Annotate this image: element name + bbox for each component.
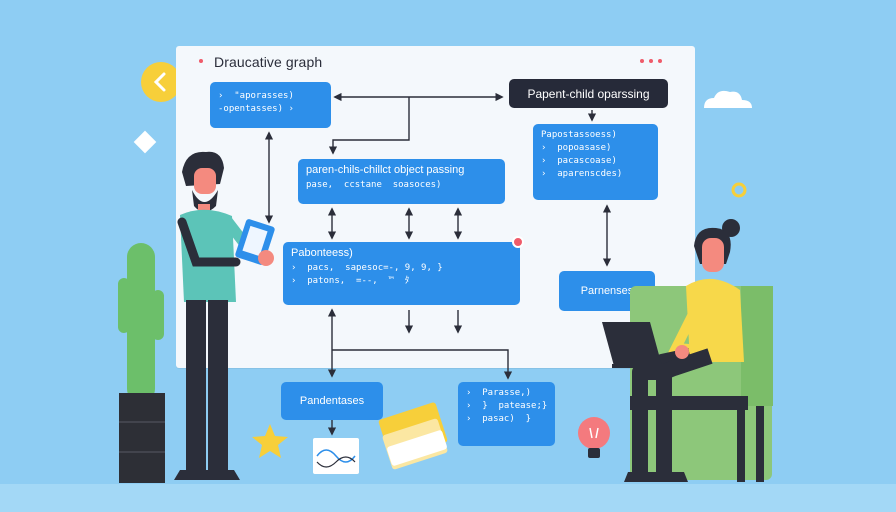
node-d-line-2: › patons, =--, ™ ﾀ bbox=[291, 276, 410, 286]
parent-child-tag: Papent-child oparssing bbox=[509, 79, 668, 108]
node-c-line-4: › aparenscdes) bbox=[541, 169, 623, 179]
cloud-icon bbox=[704, 90, 752, 108]
node-d: Pabonteess) › pacs, sapesoc=-, 9, 9, } ›… bbox=[283, 242, 520, 305]
diagram-title: Draucative graph bbox=[214, 54, 323, 70]
star-icon bbox=[252, 424, 288, 458]
board-dot-2 bbox=[649, 59, 653, 63]
floor bbox=[0, 484, 896, 512]
notification-dot-icon bbox=[512, 236, 524, 248]
board-dot-left bbox=[199, 59, 203, 63]
arrow-d-g bbox=[332, 349, 513, 380]
ring-icon bbox=[731, 182, 747, 198]
node-a: › "aporasses) -opentasses) › bbox=[210, 82, 331, 128]
yellow-back-icon bbox=[141, 62, 181, 102]
node-d-header: Pabonteess) bbox=[291, 247, 353, 259]
node-a-line-2: -opentasses) › bbox=[218, 104, 294, 114]
node-c: Papostassoess) › popoasase) › pacascoase… bbox=[533, 124, 658, 200]
chart-card-icon bbox=[313, 438, 359, 474]
arrow-tag-b bbox=[328, 97, 410, 155]
woman-figure bbox=[602, 219, 773, 482]
node-b-line-1: pase, ccstane soasoces) bbox=[306, 180, 442, 190]
man-figure bbox=[174, 151, 275, 480]
node-d-line-1: › pacs, sapesoc=-, 9, 9, } bbox=[291, 263, 443, 273]
cactus-plant bbox=[118, 243, 165, 483]
node-a-line-1: › "aporasses) bbox=[218, 91, 294, 101]
books-icon bbox=[378, 402, 448, 470]
board-dot-1 bbox=[640, 59, 644, 63]
node-g-line-1: › Parasse,) bbox=[466, 388, 532, 398]
board-dot-3 bbox=[658, 59, 662, 63]
node-g: › Parasse,) › } patease;} › pasac) } bbox=[458, 382, 555, 446]
lightbulb-icon bbox=[578, 417, 610, 458]
node-f: Pandentases bbox=[281, 382, 383, 420]
chevron-left-icon bbox=[153, 72, 166, 92]
node-b-header: paren-chils-chillct object passing bbox=[306, 164, 465, 176]
node-c-line-1: Papostassoess) bbox=[541, 130, 617, 140]
node-c-line-3: › pacascoase) bbox=[541, 156, 617, 166]
node-c-line-2: › popoasase) bbox=[541, 143, 612, 153]
node-b: paren-chils-chillct object passing pase,… bbox=[298, 159, 505, 204]
node-g-line-3: › pasac) } bbox=[466, 414, 532, 424]
node-g-line-2: › } patease;} bbox=[466, 401, 548, 411]
